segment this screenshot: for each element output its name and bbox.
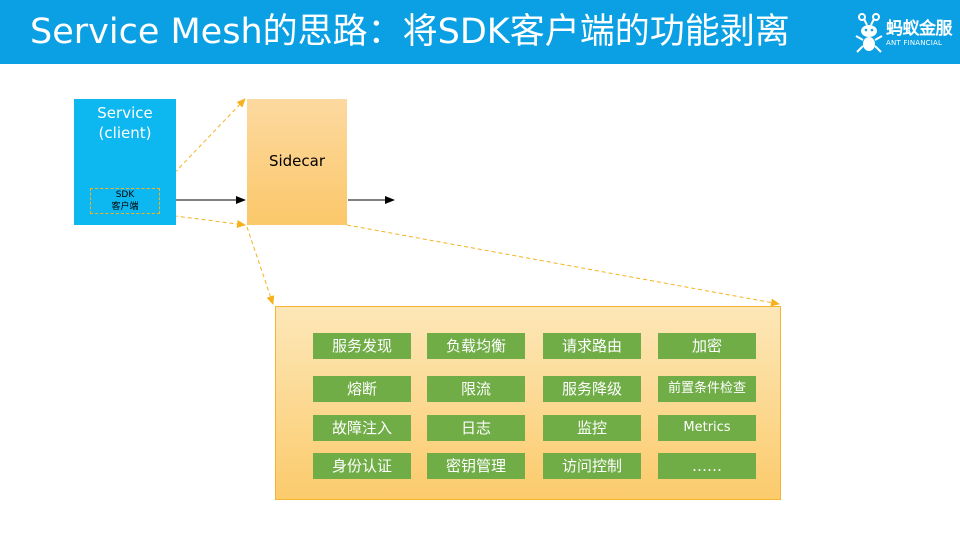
service-client-box: Service (client) SDK 客户端 xyxy=(74,99,176,225)
sdk-label-line2: 客户端 xyxy=(111,202,139,212)
sdk-label: SDK 客户端 xyxy=(91,189,159,213)
slide-header: Service Mesh的思路：将SDK客户端的功能剥离 蚂蚁金服 ANT FI… xyxy=(0,0,960,64)
feature-item: 限流 xyxy=(427,376,525,402)
feature-item: 前置条件检查 xyxy=(658,376,756,402)
service-label: Service (client) xyxy=(74,103,176,143)
sidecar-label: Sidecar xyxy=(268,152,326,170)
feature-item: 加密 xyxy=(658,333,756,359)
feature-item: 故障注入 xyxy=(313,415,411,441)
feature-item: 访问控制 xyxy=(543,453,641,479)
sdk-client-box: SDK 客户端 xyxy=(90,188,160,214)
feature-item: 身份认证 xyxy=(313,453,411,479)
ant-financial-logo: 蚂蚁金服 ANT FINANCIAL xyxy=(852,8,953,58)
logo-text-cn: 蚂蚁金服 xyxy=(886,19,953,39)
feature-item: 熔断 xyxy=(313,376,411,402)
ant-logo-icon xyxy=(855,13,883,53)
feature-item: 密钥管理 xyxy=(427,453,525,479)
service-label-line2: (client) xyxy=(98,124,152,142)
feature-item: 监控 xyxy=(543,415,641,441)
logo-text-en: ANT FINANCIAL xyxy=(886,39,943,47)
zoom-line-sidecar-right xyxy=(346,224,780,307)
feature-item: 负载均衡 xyxy=(427,333,525,359)
sdk-label-line1: SDK xyxy=(115,190,135,200)
feature-grid: 服务发现负载均衡请求路由加密熔断限流服务降级前置条件检查故障注入日志监控 Metr… xyxy=(276,307,782,501)
feature-item: …… xyxy=(658,453,756,479)
sidecar-box: Sidecar xyxy=(247,99,347,225)
feature-item: Metrics xyxy=(658,415,756,441)
zoom-line-sidecar-left xyxy=(246,226,275,305)
feature-item: 服务发现 xyxy=(313,333,411,359)
feature-item: 服务降级 xyxy=(543,376,641,402)
sidecar-features-panel: 服务发现负载均衡请求路由加密熔断限流服务降级前置条件检查故障注入日志监控 Metr… xyxy=(275,306,781,500)
slide-title: Service Mesh的思路：将SDK客户端的功能剥离 xyxy=(30,12,790,52)
feature-item: 日志 xyxy=(427,415,525,441)
service-label-line1: Service xyxy=(97,104,153,122)
feature-item: 请求路由 xyxy=(543,333,641,359)
